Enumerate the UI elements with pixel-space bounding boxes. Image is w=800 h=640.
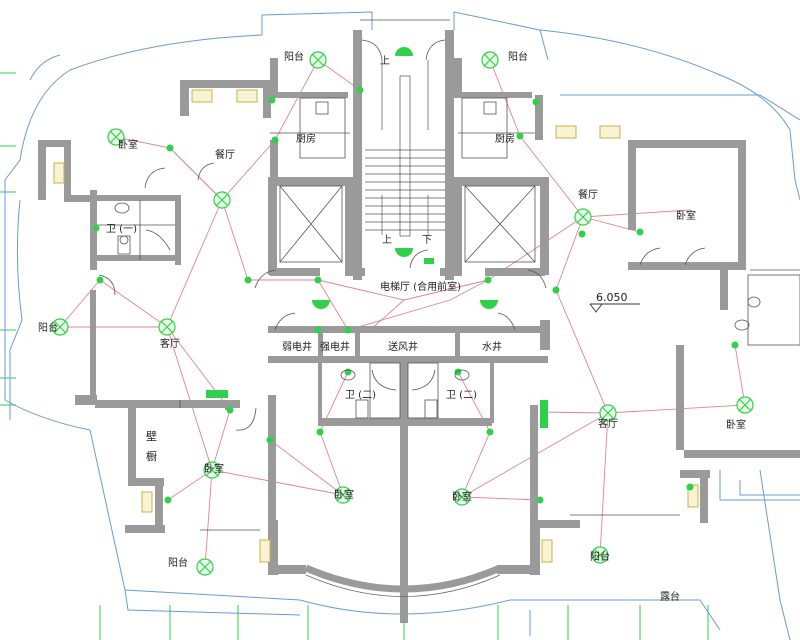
plumbing-fixtures: [114, 101, 761, 419]
light-fixtures: [51, 51, 754, 576]
ceiling-light-icon: [599, 404, 617, 422]
living-label: 客厅: [598, 417, 618, 430]
balcony-label: 阳台: [168, 556, 188, 569]
balcony-label: 阳台: [590, 550, 610, 563]
elevation-marker: [589, 303, 640, 313]
kitchen-label: 厨房: [495, 132, 515, 145]
ceiling-light-icon: [736, 396, 754, 414]
stair-down-label: 下: [422, 235, 432, 246]
closet-label-char-2: 橱: [146, 449, 157, 463]
stair-up-label: 上: [382, 234, 392, 246]
bedroom-label: 卧室: [452, 490, 472, 503]
bath-label: 卫 (二): [345, 390, 376, 401]
stairwell: [365, 60, 445, 237]
water-shaft-label: 水井: [482, 340, 502, 353]
kitchen-label: 厨房: [296, 132, 316, 145]
ceiling-light-icon: [481, 51, 499, 69]
bedroom-label: 卧室: [204, 462, 224, 475]
thin-lines: [96, 19, 800, 531]
living-label: 客厅: [160, 337, 180, 350]
bay-window-inner: [305, 574, 501, 597]
grid-ticks-left: [0, 72, 16, 406]
bay-window: [304, 564, 502, 593]
ceiling-light-icon: [334, 486, 352, 504]
balcony-label: 阳台: [284, 50, 304, 63]
ceiling-light-icon: [158, 318, 176, 336]
door-swings: [98, 39, 706, 431]
distribution-panels: [206, 258, 548, 428]
bath-label: 卫 (一): [106, 224, 137, 235]
windows: [53, 89, 699, 563]
bedroom-label: 卧室: [334, 488, 354, 501]
dining-label: 餐厅: [578, 188, 598, 201]
terrace-label: 露台: [660, 590, 680, 603]
emergency-lights: [312, 47, 498, 309]
bedroom-label: 卧室: [676, 209, 696, 222]
ceiling-light-icon: [213, 191, 231, 209]
ceiling-light-icon: [107, 128, 125, 146]
ceiling-light-icon: [203, 461, 221, 479]
bath-label: 卫 (二): [446, 390, 477, 401]
room-labels: 阳台 阳台 卧室 餐厅 厨房 厨房 上 上 下 餐厅 卧室 卫 (一) 电梯厅 …: [38, 50, 746, 603]
walls: [38, 30, 800, 623]
ceiling-light-icon: [453, 488, 471, 506]
bedroom-label: 卧室: [726, 418, 746, 431]
ceiling-light-icon: [574, 208, 592, 226]
ceiling-light-icon: [196, 558, 214, 576]
ceiling-light-icon: [309, 51, 327, 69]
balcony-label: 阳台: [38, 321, 58, 334]
closet-label: 壁 橱: [146, 429, 157, 463]
ceiling-light-icon: [591, 546, 609, 564]
closet-label-char-1: 壁: [146, 429, 157, 443]
stair-up-label: 上: [380, 55, 390, 67]
strong-shaft-label: 强电井: [320, 340, 350, 353]
weak-shaft-label: 弱电井: [282, 340, 312, 353]
air-shaft-label: 送风井: [388, 340, 418, 353]
elevation-value: 6.050: [596, 291, 628, 304]
ceiling-light-icon: [51, 318, 69, 336]
bedroom-label: 卧室: [118, 138, 138, 151]
balcony-label: 阳台: [508, 50, 528, 63]
elevator-hall-label: 电梯厅 (合用前室): [380, 280, 461, 293]
dining-label: 餐厅: [215, 148, 235, 161]
small-fixtures: [92, 86, 739, 504]
